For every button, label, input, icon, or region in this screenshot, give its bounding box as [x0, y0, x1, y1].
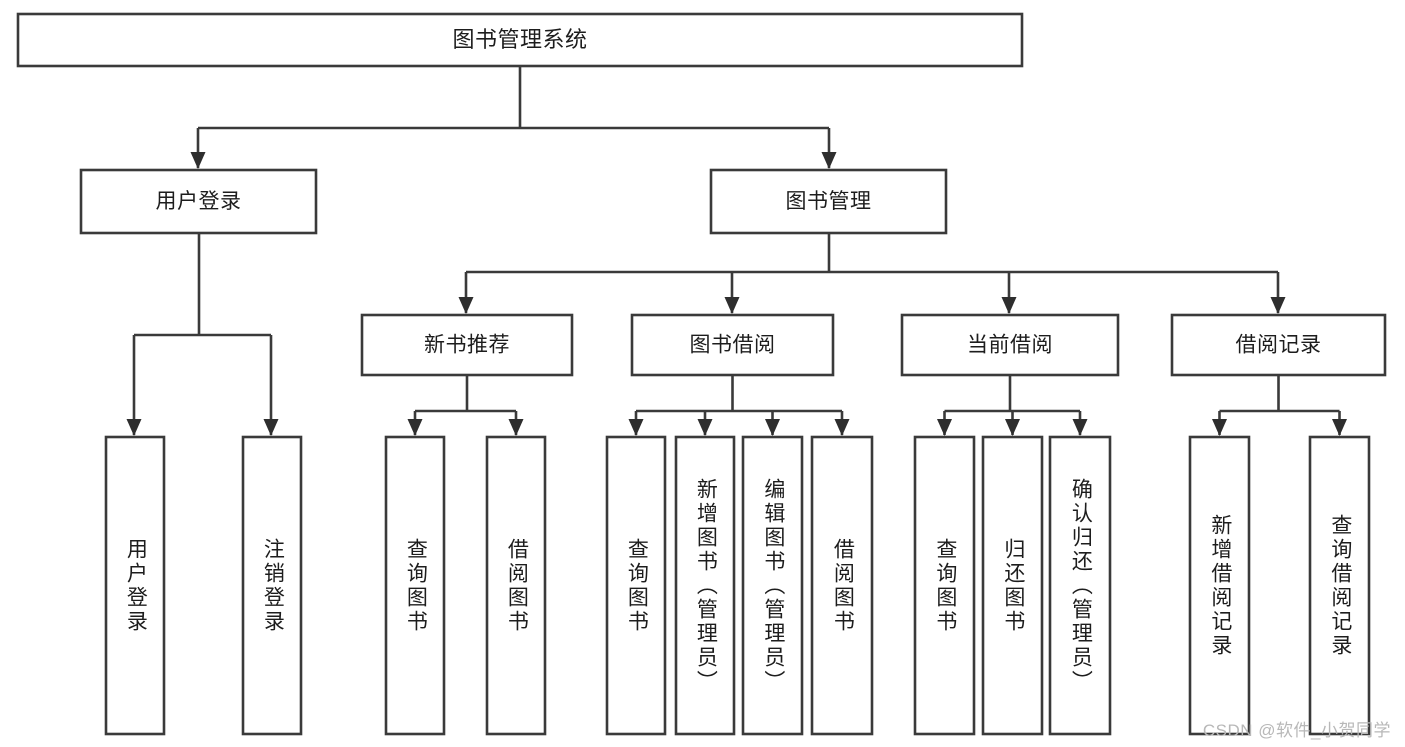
- leaf-return-book[interactable]: [981, 435, 1044, 736]
- arrow-head-icon: [263, 419, 279, 436]
- arrow-head-icon: [724, 297, 740, 314]
- leaf-edit-book-admin[interactable]: [741, 435, 804, 736]
- arrow-head-icon: [458, 297, 474, 314]
- arrow-head-icon: [407, 419, 423, 436]
- arrow-head-icon: [821, 152, 837, 169]
- node-book-borrow-label: 图书借阅: [690, 334, 776, 357]
- node-borrow-record[interactable]: [1170, 313, 1387, 377]
- node-current-borrow[interactable]: [900, 313, 1120, 377]
- node-borrow-record-label: 借阅记录: [1236, 334, 1322, 357]
- leaf-query-book-1[interactable]: [384, 435, 446, 736]
- arrow-head-icon: [1072, 419, 1088, 436]
- arrow-head-icon: [937, 419, 952, 436]
- node-book-borrow[interactable]: [630, 313, 835, 377]
- node-current-borrow-label: 当前借阅: [967, 334, 1053, 357]
- arrow-head-icon: [190, 152, 206, 169]
- node-book-manage[interactable]: [709, 168, 948, 235]
- arrow-head-icon: [1270, 297, 1286, 314]
- node-user-login[interactable]: [79, 168, 318, 235]
- arrow-head-icon: [834, 419, 850, 436]
- arrow-head-icon: [1005, 419, 1020, 436]
- leaf-query-book-2[interactable]: [605, 435, 667, 736]
- leaf-borrow-book-2[interactable]: [810, 435, 874, 736]
- arrow-head-icon: [1212, 419, 1227, 436]
- watermark-text: CSDN @软件_小贺同学: [1202, 721, 1391, 740]
- arrow-head-icon: [1332, 419, 1347, 436]
- leaf-borrow-book-1[interactable]: [485, 435, 547, 736]
- node-book-manage-label: 图书管理: [786, 190, 872, 213]
- leaf-add-book-admin[interactable]: [674, 435, 736, 736]
- node-new-book-recommend-label: 新书推荐: [424, 334, 510, 357]
- leaf-user-logout[interactable]: [241, 435, 303, 736]
- node-user-login-label: 用户登录: [156, 190, 242, 213]
- node-new-book-recommend[interactable]: [360, 313, 574, 377]
- arrow-head-icon: [1001, 297, 1017, 314]
- leaf-query-book-3[interactable]: [913, 435, 976, 736]
- node-root[interactable]: [16, 12, 1024, 68]
- arrow-head-icon: [628, 419, 644, 436]
- arrow-head-icon: [126, 419, 142, 436]
- leaf-query-borrow-record[interactable]: [1308, 435, 1371, 736]
- arrow-head-icon: [765, 419, 780, 436]
- node-root-label: 图书管理系统: [452, 27, 587, 52]
- arrow-head-icon: [508, 419, 524, 436]
- leaf-add-borrow-record[interactable]: [1188, 435, 1251, 736]
- leaf-user-login-do[interactable]: [104, 435, 166, 736]
- arrow-head-icon: [697, 419, 713, 436]
- leaf-confirm-return-admin[interactable]: [1048, 435, 1112, 736]
